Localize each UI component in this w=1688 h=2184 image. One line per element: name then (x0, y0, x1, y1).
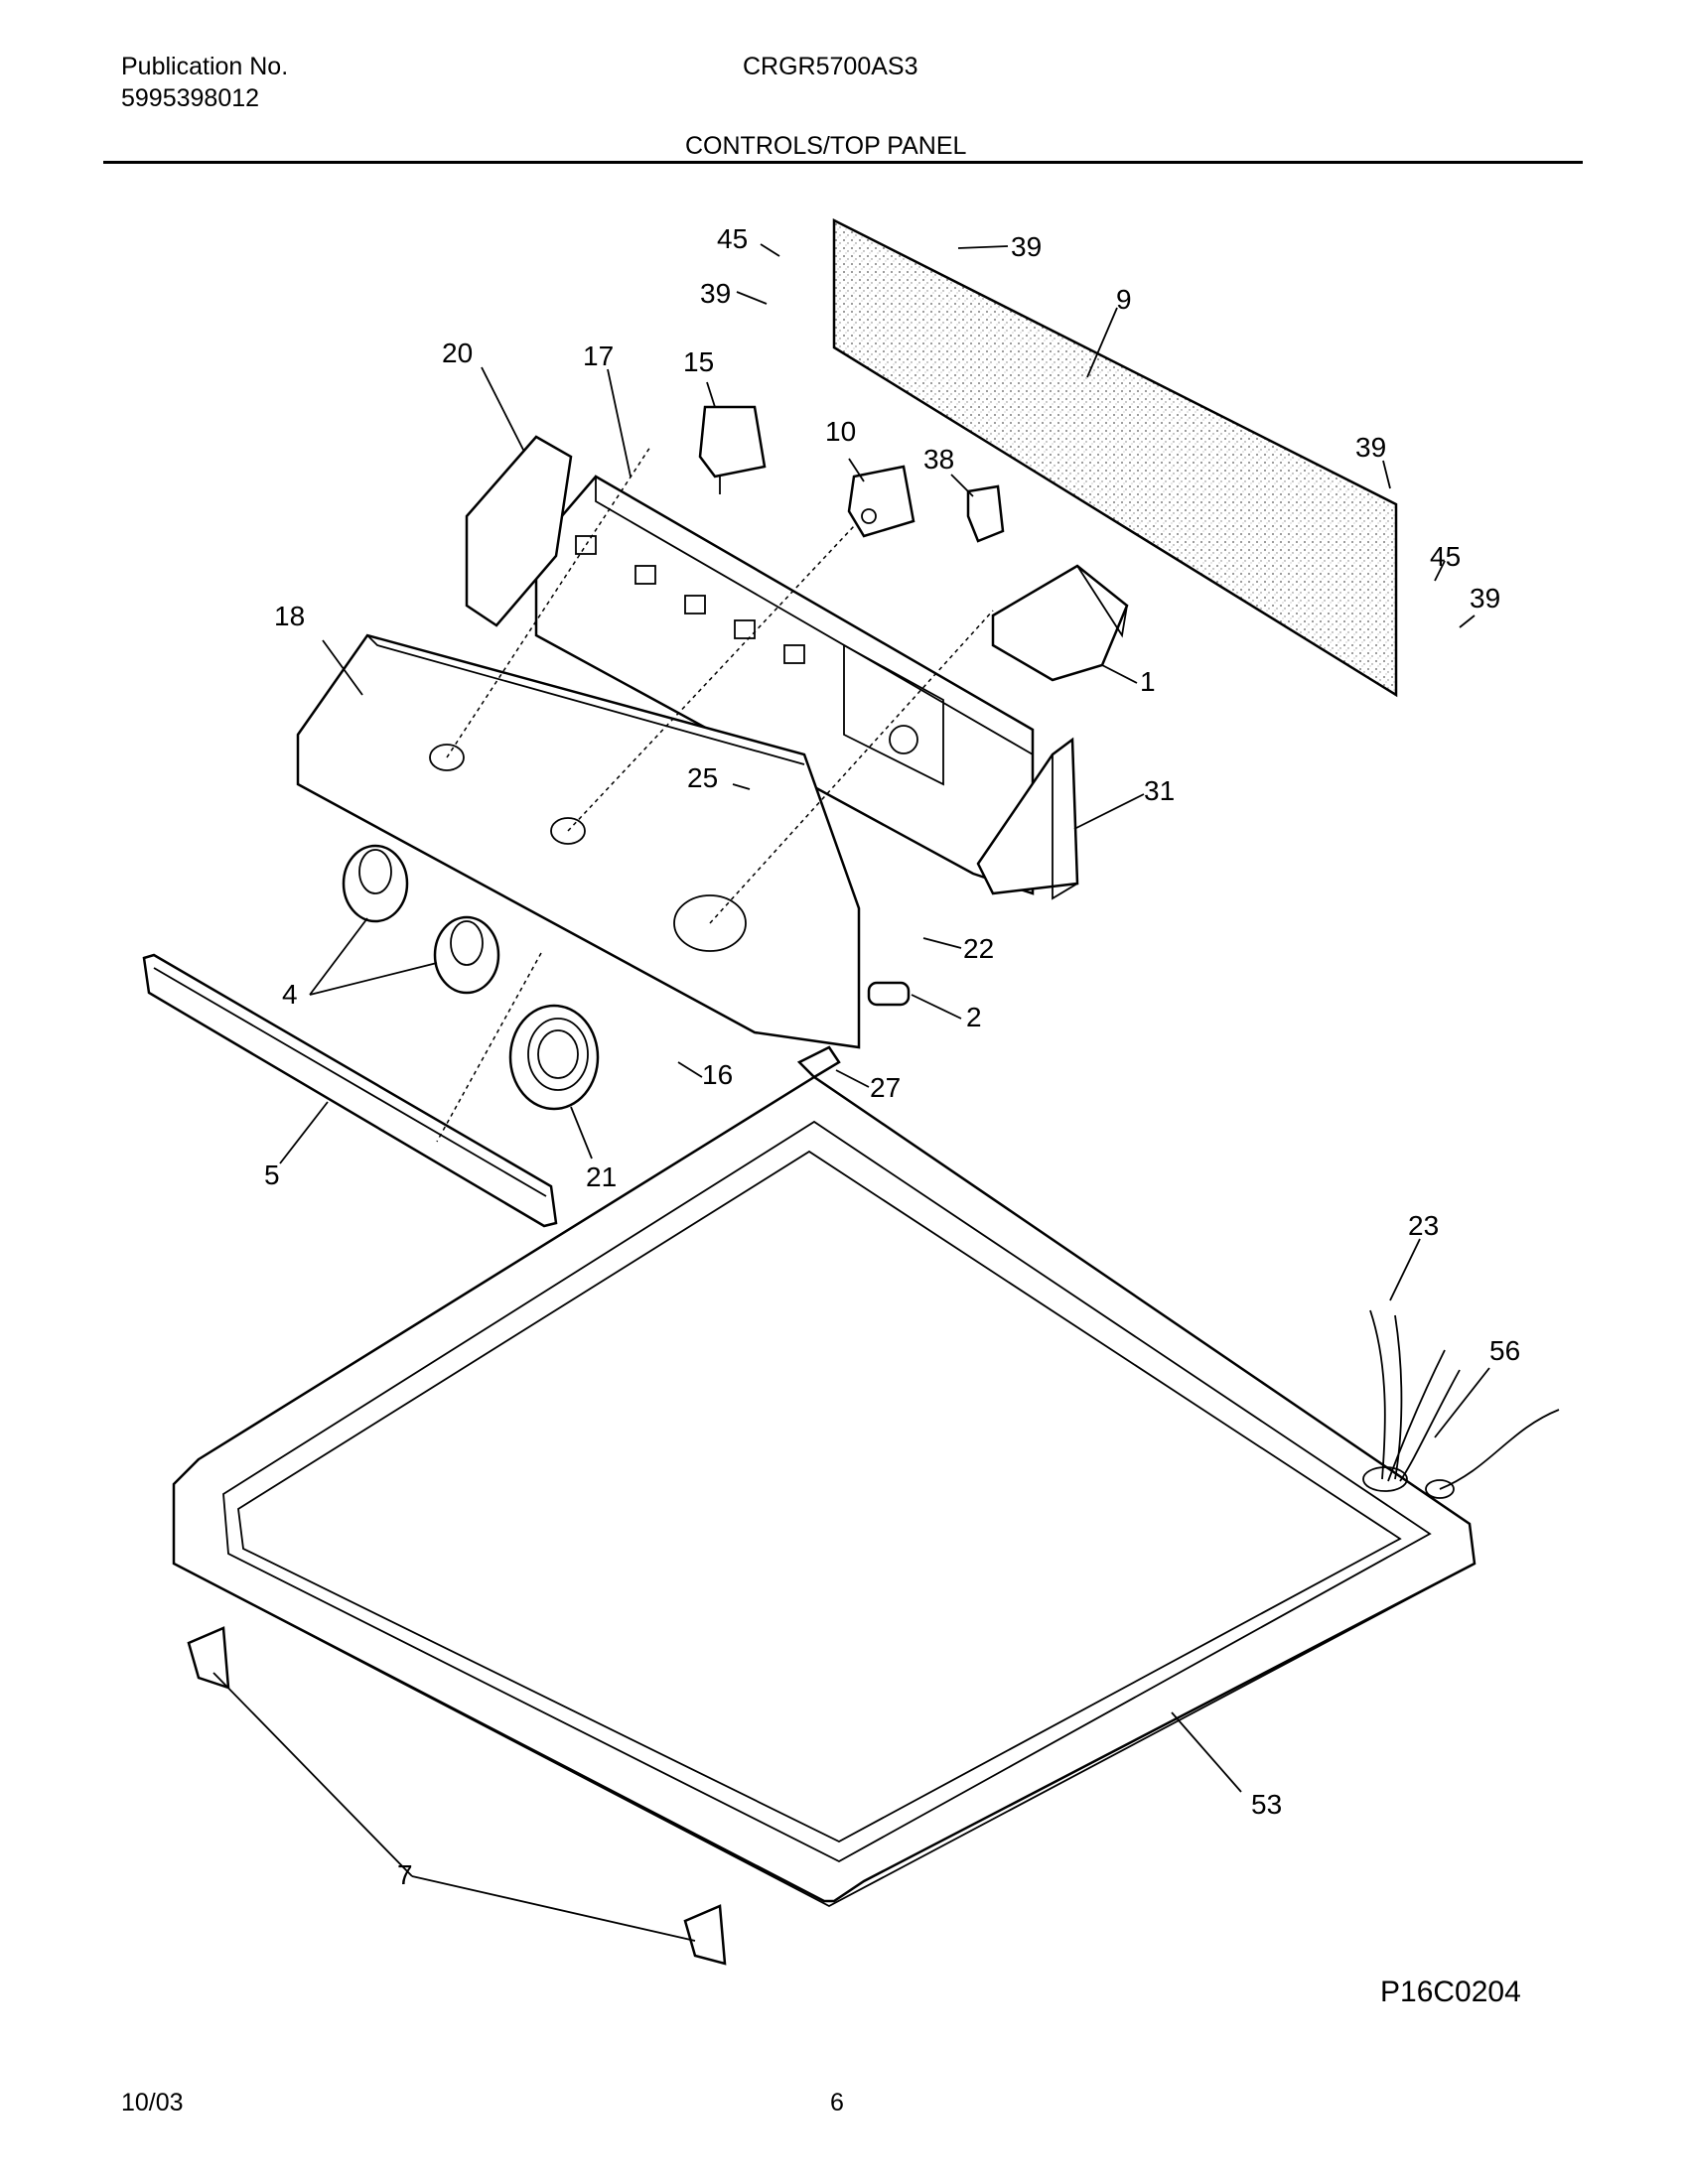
timer-15 (698, 405, 767, 494)
switch-38 (966, 484, 1005, 543)
back-panel (832, 217, 1398, 698)
foot-right (683, 1904, 727, 1966)
knob-lower (433, 915, 500, 995)
callout-31: 31 (1144, 775, 1175, 806)
top-panel (172, 1075, 1477, 1908)
control-console (534, 475, 1035, 895)
callout-15: 15 (683, 346, 714, 377)
callout-21: 21 (586, 1161, 617, 1192)
callout-17: 17 (583, 341, 614, 371)
trim-strip (142, 953, 558, 1228)
header-rule (103, 161, 1583, 164)
publication-label: Publication No. (121, 53, 289, 80)
bracket-1 (991, 564, 1129, 682)
part-2 (867, 981, 911, 1007)
power-cord (1439, 1409, 1560, 1490)
callout-39-top-left: 39 (700, 278, 731, 309)
callout-39-mid-right: 39 (1355, 432, 1386, 463)
large-knob (508, 1004, 600, 1111)
section-title: CONTROLS/TOP PANEL (685, 132, 967, 160)
callout-labels: 45 39 39 9 20 17 15 10 38 39 45 39 1 18 … (264, 223, 1520, 1890)
callout-23: 23 (1408, 1210, 1439, 1241)
footer-date: 10/03 (121, 2089, 184, 2116)
callout-9: 9 (1116, 284, 1132, 315)
switch-10 (847, 465, 915, 538)
callout-22: 22 (963, 933, 994, 964)
callout-56: 56 (1489, 1335, 1520, 1366)
callout-39-right: 39 (1470, 583, 1500, 614)
wire-harness (1369, 1309, 1461, 1482)
publication-number: 5995398012 (121, 84, 260, 112)
callout-5: 5 (264, 1160, 280, 1190)
callout-53: 53 (1251, 1789, 1282, 1820)
right-end-cap (976, 737, 1079, 900)
callout-7: 7 (397, 1859, 413, 1890)
callout-45-right: 45 (1430, 541, 1461, 572)
callout-16: 16 (702, 1059, 733, 1090)
callout-4: 4 (282, 979, 298, 1010)
part-27 (796, 1045, 841, 1079)
callout-27: 27 (870, 1072, 901, 1103)
leader-lines (212, 243, 1490, 1942)
callout-39-top-right: 39 (1011, 231, 1042, 262)
foot-left (187, 1626, 230, 1690)
callout-2: 2 (966, 1002, 982, 1032)
figure-id: P16C0204 (1380, 1976, 1521, 2008)
callout-20: 20 (442, 338, 473, 368)
left-end-cap (465, 435, 573, 627)
footer-page-number: 6 (830, 2089, 844, 2116)
callout-18: 18 (274, 601, 305, 631)
knob-upper (342, 844, 409, 923)
callout-1: 1 (1140, 666, 1156, 697)
control-panel-front (296, 633, 861, 1049)
model-number: CRGR5700AS3 (743, 53, 918, 80)
callout-45-top: 45 (717, 223, 748, 254)
callout-25: 25 (687, 762, 718, 793)
callout-10: 10 (825, 416, 856, 447)
callout-38: 38 (923, 444, 954, 475)
